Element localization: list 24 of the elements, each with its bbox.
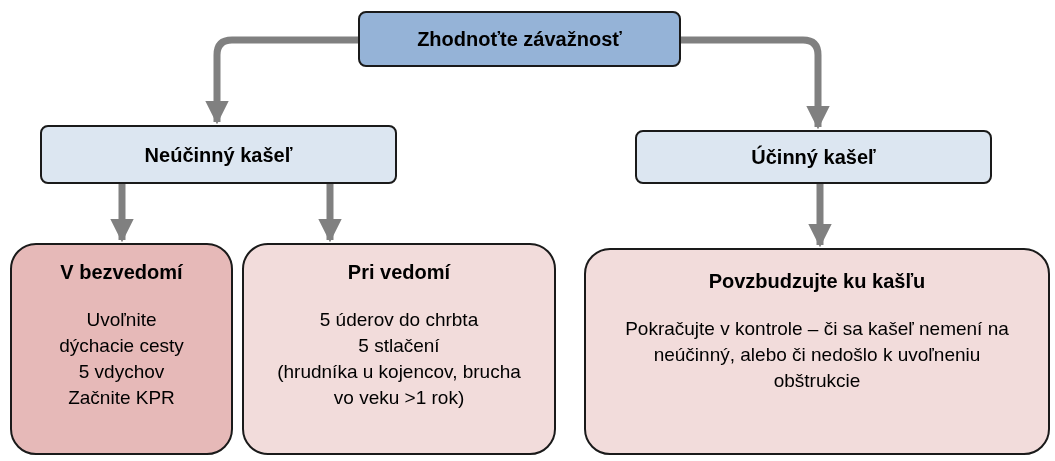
box-heading: Účinný kašeľ xyxy=(751,144,876,170)
arrow xyxy=(318,184,342,243)
box-heading: Neúčinný kašeľ xyxy=(144,142,293,168)
process-box xyxy=(40,125,397,184)
box-heading: Pri vedomí xyxy=(347,260,451,285)
box-heading: V bezvedomí xyxy=(60,260,183,285)
box-text: Pokračujte v kontrole – či sa kašeľ nemení na neúčinný, alebo či nedošlo k uvoľneniu obštrukcie xyxy=(624,317,1010,393)
box-text: Začnite KPR xyxy=(68,386,175,410)
box-heading: Povzbudzujte ku kašľu xyxy=(708,269,926,294)
arrow xyxy=(110,184,134,243)
process-box xyxy=(10,243,233,455)
arrow xyxy=(808,184,832,248)
box-text: 5 vdychov xyxy=(78,360,165,384)
box-text: (hrudníka u kojencov, brucha vo veku >1 rok) xyxy=(276,360,522,410)
process-box xyxy=(635,130,992,184)
process-box xyxy=(242,243,556,455)
arrow xyxy=(205,36,358,125)
box-text: 5 úderov do chrbta xyxy=(319,308,479,332)
process-box xyxy=(358,11,681,67)
box-heading: Zhodnoťte závažnosť xyxy=(417,27,622,52)
arrow xyxy=(681,36,830,130)
process-box xyxy=(584,248,1050,455)
box-text: 5 stlačení xyxy=(358,334,440,358)
box-text: Uvoľnite dýchacie cesty xyxy=(58,308,185,358)
